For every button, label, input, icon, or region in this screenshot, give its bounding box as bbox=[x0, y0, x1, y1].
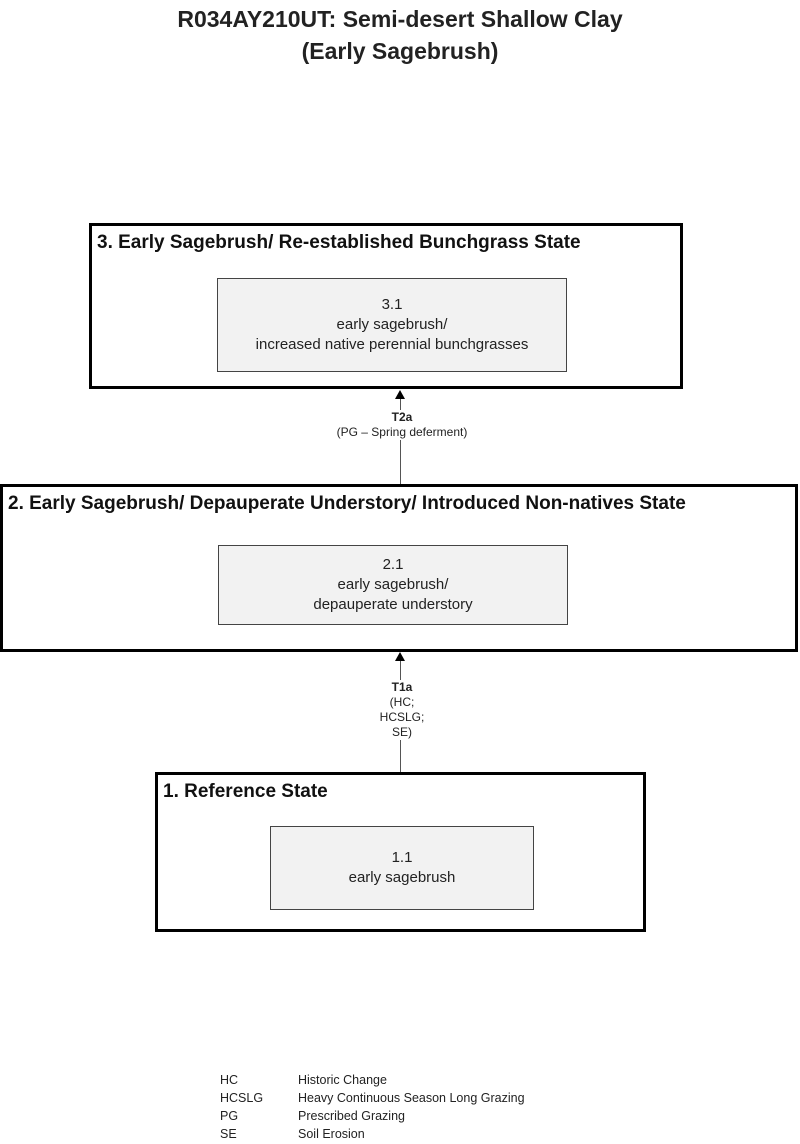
community-1-1: 1.1 early sagebrush bbox=[270, 826, 534, 910]
transition-t1a-code: T1a bbox=[391, 680, 413, 694]
legend-row: HCSLG Heavy Continuous Season Long Grazi… bbox=[220, 1089, 525, 1107]
diagram-title-line2: (Early Sagebrush) bbox=[301, 38, 499, 64]
state-3-title: 3. Early Sagebrush/ Re-established Bunch… bbox=[97, 232, 581, 253]
community-1-1-id: 1.1 bbox=[391, 849, 413, 866]
transition-t2a-label: T2a (PG – Spring deferment) bbox=[290, 410, 514, 440]
community-3-1-line1: early sagebrush/ bbox=[336, 316, 448, 333]
state-3-box: 3. Early Sagebrush/ Re-established Bunch… bbox=[89, 223, 683, 389]
community-3-1: 3.1 early sagebrush/ increased native pe… bbox=[217, 278, 567, 372]
state-2-title: 2. Early Sagebrush/ Depauperate Understo… bbox=[8, 493, 686, 514]
transition-t1a-arrowhead bbox=[395, 652, 405, 661]
transition-t2a-code: T2a bbox=[391, 410, 413, 424]
community-3-1-line2: increased native perennial bunchgrasses bbox=[255, 336, 529, 353]
transition-t1a-cause-2: HCSLG; bbox=[379, 710, 425, 724]
community-2-1-line1: early sagebrush/ bbox=[337, 576, 449, 593]
legend-abbr: HCSLG bbox=[220, 1091, 264, 1105]
legend-row: HC Historic Change bbox=[220, 1071, 525, 1089]
transition-t2a-line bbox=[400, 398, 401, 486]
transition-t2a-cause: (PG – Spring deferment) bbox=[336, 425, 468, 439]
state-2-box: 2. Early Sagebrush/ Depauperate Understo… bbox=[0, 484, 798, 652]
legend: HC Historic Change HCSLG Heavy Continuou… bbox=[220, 1071, 525, 1143]
state-1-box: 1. Reference State 1.1 early sagebrush bbox=[155, 772, 646, 932]
legend-meaning: Heavy Continuous Season Long Grazing bbox=[298, 1091, 525, 1105]
legend-abbr: PG bbox=[220, 1109, 239, 1123]
legend-meaning: Prescribed Grazing bbox=[298, 1109, 405, 1123]
transition-t2a-arrowhead bbox=[395, 390, 405, 399]
community-2-1-id: 2.1 bbox=[382, 556, 404, 573]
community-3-1-id: 3.1 bbox=[381, 296, 403, 313]
community-1-1-line1: early sagebrush bbox=[348, 869, 456, 886]
transition-t1a-cause-3: SE) bbox=[391, 725, 412, 739]
legend-meaning: Soil Erosion bbox=[298, 1127, 365, 1141]
community-2-1-line2: depauperate understory bbox=[313, 596, 473, 613]
legend-abbr: SE bbox=[220, 1127, 237, 1141]
transition-t1a-label: T1a (HC; HCSLG; SE) bbox=[340, 680, 464, 740]
legend-abbr: HC bbox=[220, 1073, 239, 1087]
state-1-title: 1. Reference State bbox=[163, 781, 328, 802]
transition-t1a-cause-1: (HC; bbox=[389, 695, 415, 709]
legend-meaning: Historic Change bbox=[298, 1073, 387, 1087]
diagram-title-line1: R034AY210UT: Semi-desert Shallow Clay bbox=[177, 6, 623, 32]
legend-row: SE Soil Erosion bbox=[220, 1125, 525, 1143]
legend-row: PG Prescribed Grazing bbox=[220, 1107, 525, 1125]
community-2-1: 2.1 early sagebrush/ depauperate underst… bbox=[218, 545, 568, 625]
